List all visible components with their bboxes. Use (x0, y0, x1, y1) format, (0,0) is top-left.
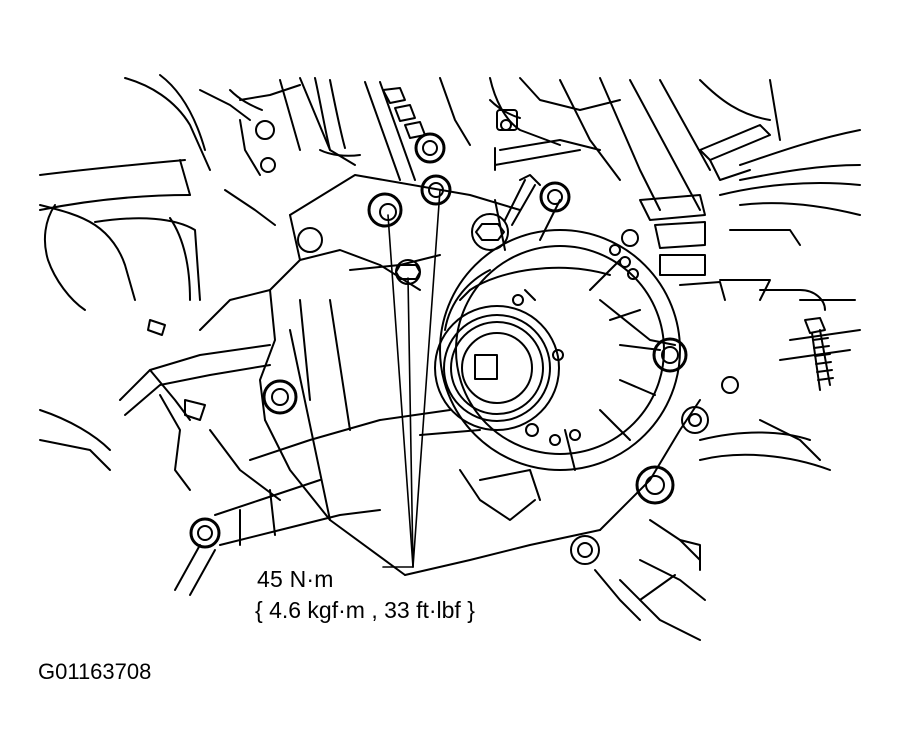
bolt-6 (262, 379, 298, 415)
bolt-1 (367, 192, 403, 228)
bolt-3 (420, 174, 452, 206)
figure-code: G01163708 (38, 659, 152, 684)
bolt-9 (635, 465, 675, 505)
pulley (434, 289, 560, 431)
torque-value-alt-units: { 4.6 kgf·m , 33 ft·lbf } (255, 597, 475, 623)
bolt-5 (539, 181, 571, 213)
right-side-components (639, 124, 861, 391)
bolt-8 (681, 406, 709, 434)
torque-value-nm: 45 N·m (257, 566, 334, 592)
bolt-2 (414, 132, 446, 164)
bolt-10 (570, 535, 600, 565)
bolt-11 (189, 517, 221, 549)
mounting-bolts (189, 132, 739, 565)
lower-right-parts (594, 419, 831, 641)
alternator-body (439, 199, 681, 471)
torque-leader-lines (382, 189, 441, 568)
mounting-bracket (259, 174, 701, 576)
bolt-7 (652, 337, 688, 373)
upper-right-bracket (439, 77, 781, 211)
hoses-top (314, 77, 426, 181)
upper-left-engine-parts (39, 74, 331, 336)
lower-left-parts (39, 289, 451, 596)
terminal-wiring (471, 174, 541, 251)
